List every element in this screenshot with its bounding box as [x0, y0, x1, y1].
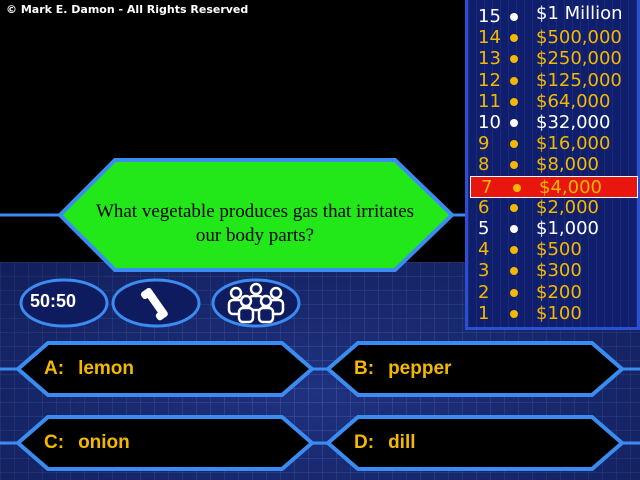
ladder-bullet-icon — [510, 119, 518, 127]
ladder-bullet-icon — [510, 309, 518, 318]
ladder-rung-number: 15 — [478, 6, 501, 27]
ladder-rung-13: 13 $250,000 — [468, 48, 636, 70]
question-text: What vegetable produces gas that irritat… — [40, 200, 470, 248]
ladder-rung-11: 11 $64,000 — [468, 91, 636, 113]
ladder-rung-number: 4 — [478, 239, 490, 261]
copyright-notice: © Mark E. Damon - All Rights Reserved — [6, 3, 249, 16]
ladder-bullet-icon — [510, 97, 518, 106]
ladder-rung-number: 13 — [478, 48, 501, 70]
ladder-rung-amount: $100 — [536, 302, 582, 324]
ladder-rung-3: 3 $300 — [468, 260, 636, 282]
ladder-rung-number: 14 — [478, 27, 501, 49]
ladder-rung-amount: $300 — [536, 260, 582, 282]
ladder-bullet-icon — [510, 203, 518, 212]
ladder-rung-2: 2 $200 — [468, 282, 636, 304]
answer-c-text: onion — [78, 432, 130, 453]
ladder-rung-number: 11 — [478, 90, 501, 112]
ladder-rung-amount: $125,000 — [536, 69, 622, 91]
ladder-bullet-icon — [510, 34, 518, 43]
ladder-rung-amount: $8,000 — [536, 154, 599, 176]
answer-a-letter: A: — [44, 358, 65, 379]
ladder-rung-amount: $500 — [536, 239, 582, 261]
ladder-rung-10: 10 $32,000 — [468, 112, 636, 134]
ladder-rung-12: 12 $125,000 — [468, 70, 636, 92]
ladder-rung-amount: $64,000 — [536, 90, 611, 112]
answer-d-letter: D: — [354, 432, 375, 453]
ladder-rung-amount: $4,000 — [539, 176, 602, 198]
answer-b-letter: B: — [354, 358, 375, 379]
ladder-rung-number: 7 — [481, 176, 493, 198]
ladder-rung-4: 4 $500 — [468, 239, 636, 261]
ladder-rung-6: 6 $2,000 — [468, 197, 636, 219]
ladder-rung-15: 15 $1 Million — [468, 3, 636, 28]
lifeline-ask-audience[interactable] — [210, 277, 302, 329]
ladder-rung-number: 8 — [478, 154, 490, 176]
phone-icon — [140, 287, 168, 321]
ladder-rung-9: 9 $16,000 — [468, 133, 636, 155]
ladder-rung-5: 5 $1,000 — [468, 218, 636, 240]
ladder-rung-number: 5 — [478, 218, 490, 239]
answer-c-letter: C: — [44, 432, 65, 453]
question-line-1: What vegetable produces gas that irritat… — [95, 201, 415, 222]
answer-a-text: lemon — [78, 358, 135, 379]
answer-c[interactable]: C: onion — [14, 414, 314, 472]
ladder-rung-amount: $1,000 — [536, 218, 599, 239]
fifty-fifty-label: 50:50 — [30, 291, 77, 311]
ladder-rung-amount: $200 — [536, 281, 582, 303]
audience-icon — [227, 282, 285, 324]
ladder-rung-7: 7 $4,000 — [470, 175, 638, 198]
answer-a[interactable]: A: lemon — [14, 340, 314, 398]
ladder-rung-amount: $500,000 — [536, 27, 622, 49]
ladder-rung-amount: $250,000 — [536, 48, 622, 70]
ladder-bullet-icon — [510, 288, 518, 297]
ladder-rung-number: 10 — [478, 112, 501, 133]
ladder-bullet-icon — [513, 183, 521, 192]
ladder-rung-amount: $32,000 — [536, 112, 611, 133]
answer-b[interactable]: B: pepper — [324, 340, 624, 398]
ladder-rung-amount: $2,000 — [536, 196, 599, 218]
lifeline-phone-a-friend[interactable] — [110, 277, 202, 329]
ladder-rung-number: 3 — [478, 260, 490, 282]
lifeline-fifty-fifty[interactable]: 50:50 — [18, 277, 110, 329]
ladder-bullet-icon — [510, 225, 518, 233]
ladder-rung-number: 1 — [478, 302, 490, 324]
ladder-bullet-icon — [510, 140, 518, 149]
ladder-rung-amount: $16,000 — [536, 133, 611, 155]
ladder-rung-amount: $1 Million — [536, 3, 623, 24]
ladder-bullet-icon — [510, 13, 518, 21]
answer-b-text: pepper — [388, 358, 452, 379]
ladder-rung-14: 14 $500,000 — [468, 27, 636, 49]
ladder-bullet-icon — [510, 246, 518, 255]
ladder-rung-number: 9 — [478, 133, 490, 155]
ladder-rung-number: 6 — [478, 196, 490, 218]
ladder-rung-number: 12 — [478, 69, 501, 91]
answer-d[interactable]: D: dill — [324, 414, 624, 472]
answer-d-text: dill — [388, 432, 416, 453]
question-line-2: our body parts? — [195, 225, 315, 246]
ladder-bullet-icon — [510, 76, 518, 85]
ladder-bullet-icon — [510, 267, 518, 276]
ladder-bullet-icon — [510, 161, 518, 170]
ladder-rung-number: 2 — [478, 281, 490, 303]
ladder-rung-1: 1 $100 — [468, 303, 636, 325]
ladder-bullet-icon — [510, 55, 518, 64]
ladder-rung-8: 8 $8,000 — [468, 154, 636, 176]
